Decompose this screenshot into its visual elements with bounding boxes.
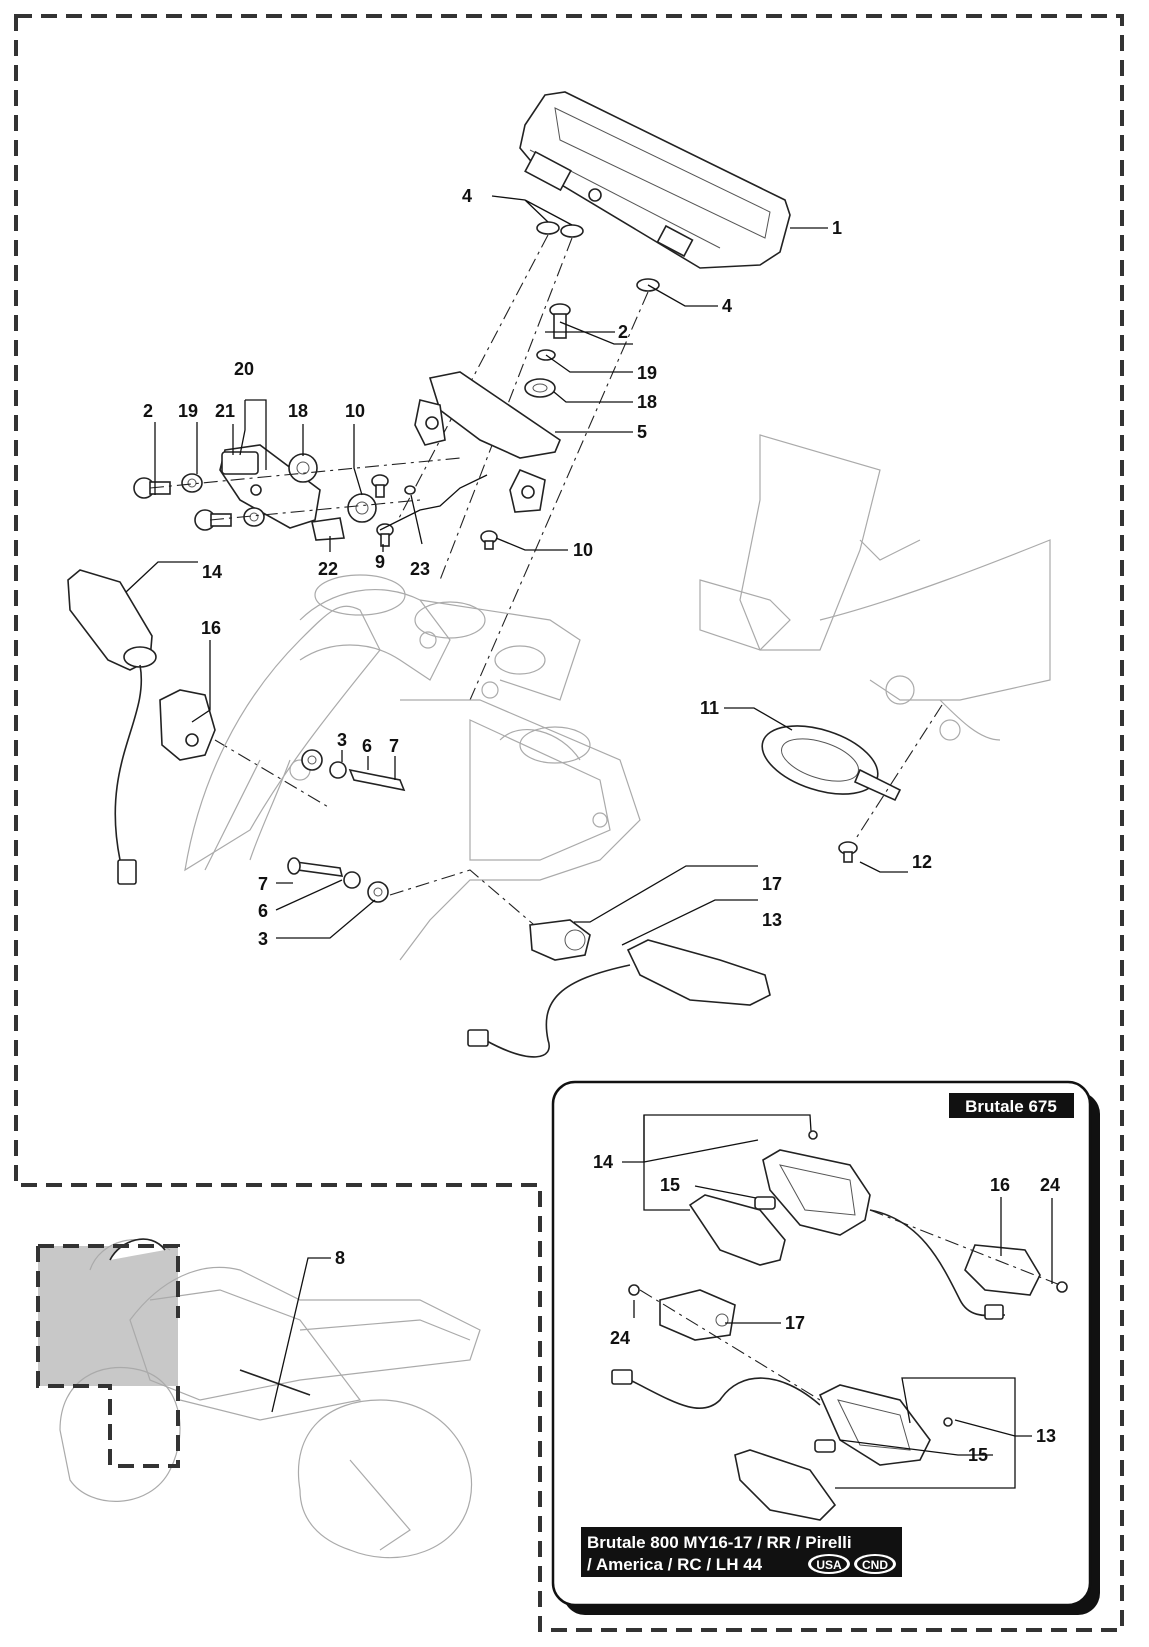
callout-23: 23 [410,559,430,579]
callout-10: 10 [345,401,365,421]
instrument-cluster [519,91,791,269]
callout-21: 21 [215,401,235,421]
headlight-fairing [184,574,641,961]
callout-14: 14 [202,562,222,582]
callout-13-inset: 13 [1036,1426,1056,1446]
callout-19: 19 [637,363,657,383]
bolt-set-3-6-7-lower [287,857,389,903]
turn-indicator-part-14 [67,569,157,885]
callout-16-inset: 16 [990,1175,1010,1195]
callout-15-inset-upper: 15 [660,1175,680,1195]
callout-8: 8 [335,1248,345,1268]
callout-2-lower: 2 [143,401,153,421]
callout-24-inset-left: 24 [610,1328,630,1348]
callout-19-left: 19 [178,401,198,421]
callout-6-lower: 6 [258,901,268,921]
callout-labels: 1 2 2 3 3 4 4 5 6 6 7 7 8 9 10 10 11 12 … [143,186,1060,1465]
callout-22: 22 [318,559,338,579]
callout-15-inset-lower: 15 [968,1445,988,1465]
variant-inset-box: Brutale 675 Brutale 800 MY16-17 / RR / P… [551,1080,1100,1615]
inset-title-bar [949,1093,1074,1118]
diagram-frame [14,14,1124,1632]
callout-20: 20 [234,359,254,379]
indicator-holder-part-17 [529,919,591,961]
frame-section [699,434,1051,741]
callout-3-lower: 3 [258,929,268,949]
indicator-holder-part-16 [159,689,216,761]
callout-4-right: 4 [722,296,732,316]
callout-17-inset: 17 [785,1313,805,1333]
callout-4: 4 [462,186,472,206]
callout-18: 18 [637,392,657,412]
inset-title: Brutale 675 [965,1097,1057,1116]
callout-18-left: 18 [288,401,308,421]
callout-24-inset-right: 24 [1040,1175,1060,1195]
callout-17: 17 [762,874,782,894]
callout-7-lower: 7 [258,874,268,894]
callout-5: 5 [637,422,647,442]
motorcycle-overview [36,1238,481,1559]
horn-part-11 [761,725,902,802]
callout-14-inset: 14 [593,1152,613,1172]
callout-2: 2 [618,322,628,342]
washer-bolt-2-lower [133,453,498,550]
callout-11: 11 [700,698,719,718]
leader-lines [125,195,1053,1489]
mounting-bracket-part-5 [414,371,561,513]
inset-footer-bar [581,1527,902,1577]
bolt-2-upper [524,303,571,398]
callout-7: 7 [389,736,399,756]
callout-9: 9 [375,552,385,572]
callout-10-right: 10 [573,540,593,560]
callout-3: 3 [337,730,347,750]
screw-part-12 [838,841,858,863]
callout-16: 16 [201,618,221,638]
cnd-badge-label: CND [862,1558,888,1572]
side-bracket-part-21 [219,444,321,529]
callout-12: 12 [912,852,932,872]
callout-6: 6 [362,736,372,756]
bolt-set-3-6-7-upper [301,749,406,792]
callout-1: 1 [832,218,842,238]
inset-footer-line2: / America / RC / LH 44 [587,1555,763,1574]
inset-footer-line1: Brutale 800 MY16-17 / RR / Pirelli [587,1533,852,1552]
turn-indicator-part-13 [467,939,771,1058]
usa-badge-label: USA [816,1558,842,1572]
callout-13: 13 [762,910,782,930]
